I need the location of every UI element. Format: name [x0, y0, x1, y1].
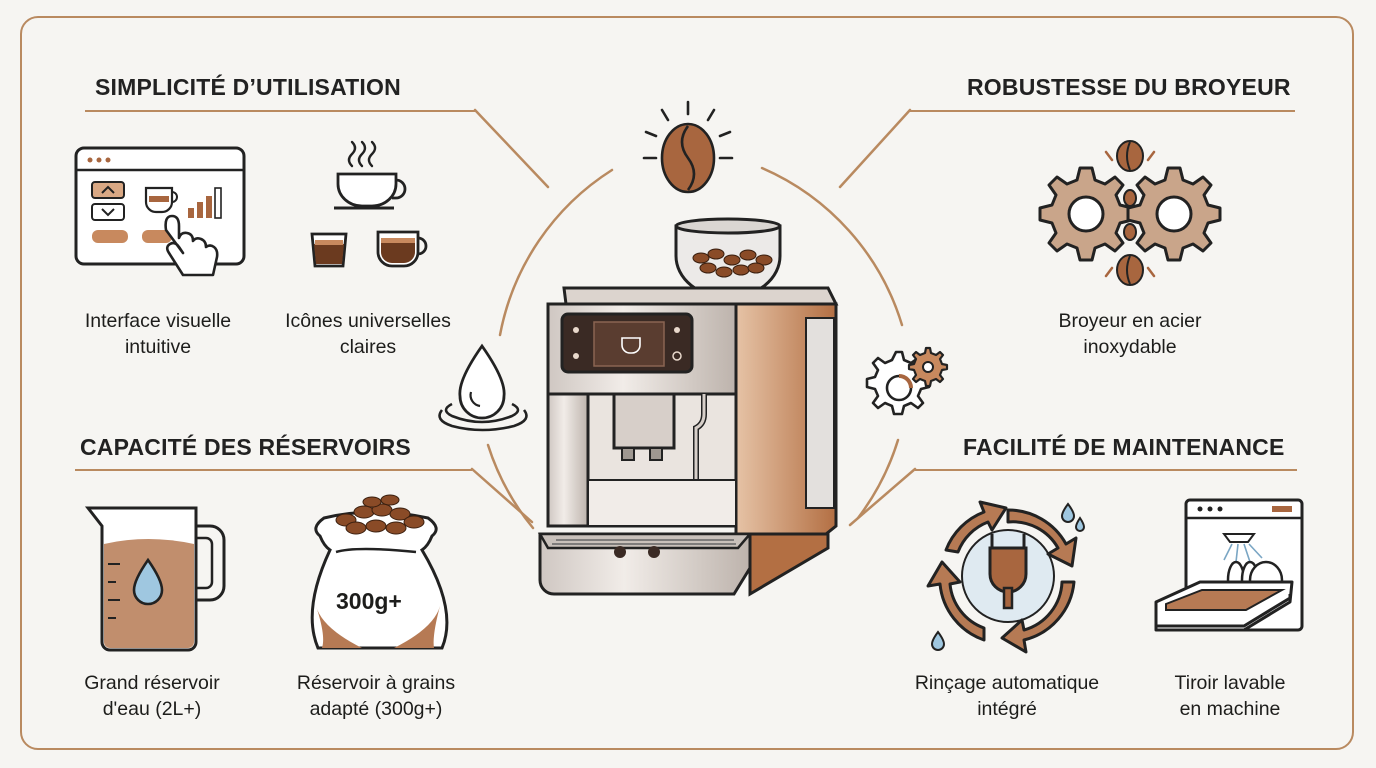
dishwasher-drawer-icon — [1154, 498, 1304, 632]
diagram-frame — [20, 16, 1354, 750]
rule-usability — [85, 110, 475, 112]
rule-maintenance — [915, 469, 1297, 471]
sack-capacity-label: 300g+ — [336, 588, 402, 614]
caption-washable-drawer: Tiroir lavable en machine — [1174, 672, 1286, 720]
heading-usability: SIMPLICITÉ D’UTILISATION — [95, 74, 401, 100]
caption-visual-interface: Interface visuelle intuitive — [84, 310, 232, 358]
rule-tanks — [75, 469, 472, 471]
coffee-cups-icon — [310, 140, 428, 268]
settings-gears-icon — [865, 346, 949, 416]
heading-tanks: CAPACITÉ DES RÉSERVOIRS — [80, 434, 411, 460]
rule-grinder — [910, 110, 1295, 112]
tablet-interface-icon — [74, 146, 246, 277]
bean-sack-icon — [310, 494, 449, 650]
grinder-gears-icon — [1038, 140, 1222, 286]
caption-steel-grinder: Broyeur en acier inoxydable — [1058, 310, 1202, 358]
caption-water-tank: Grand réservoir d'eau (2L+) — [84, 672, 220, 720]
caption-bean-hopper: Réservoir à grains adapté (300g+) — [296, 672, 456, 720]
caption-universal-icons: Icônes universelles claires — [285, 310, 451, 358]
auto-rinse-icon — [926, 500, 1086, 654]
water-tank-icon — [84, 506, 226, 652]
coffee-bean-icon — [642, 100, 734, 194]
caption-auto-rinse: Rinçage automatique intégré — [914, 672, 1100, 720]
espresso-machine-illustration — [537, 217, 839, 597]
heading-grinder: ROBUSTESSE DU BROYEUR — [967, 74, 1291, 100]
heading-maintenance: FACILITÉ DE MAINTENANCE — [963, 434, 1285, 460]
water-drop-icon — [438, 343, 528, 432]
